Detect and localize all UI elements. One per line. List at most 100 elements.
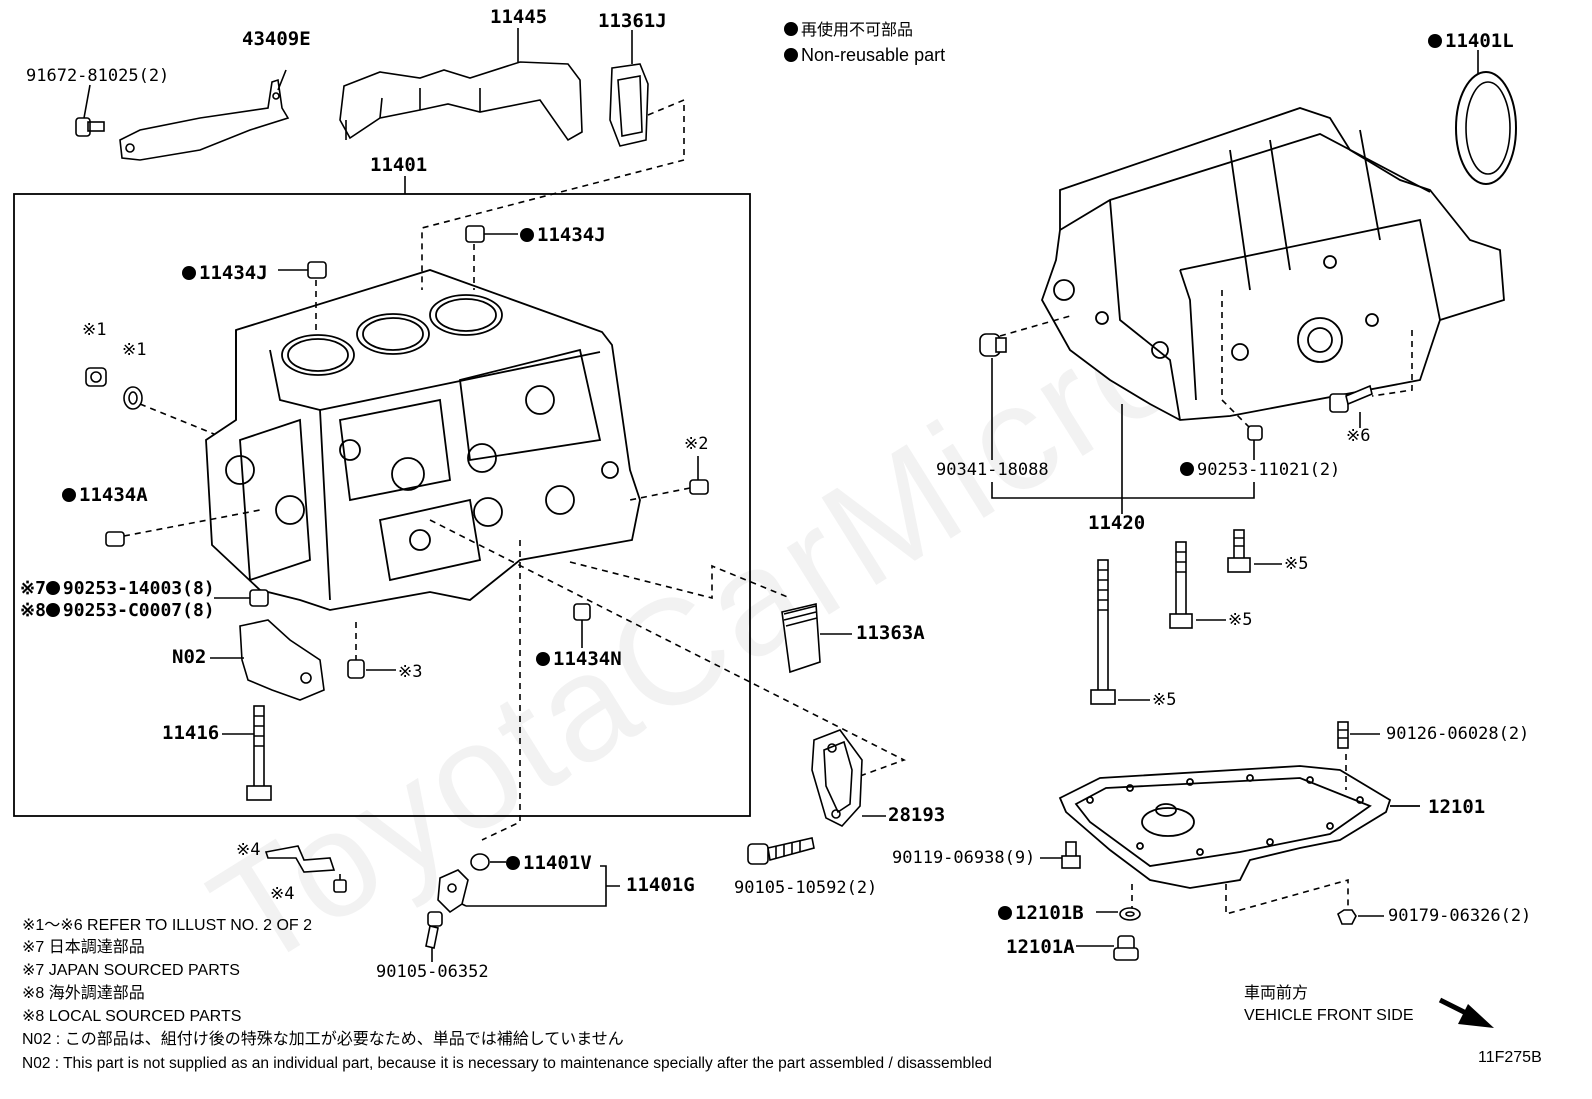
dashed-to-11401v	[481, 540, 521, 841]
label-90119-06938[interactable]: 90119-06938(9)	[892, 848, 1036, 868]
label-11445[interactable]: 11445	[490, 6, 548, 28]
oring-11401v-icon	[470, 853, 506, 871]
dowel-11434n-icon	[573, 603, 591, 648]
bolt-m5-short-icon	[1227, 529, 1282, 573]
bearing-cap-n02-icon	[210, 619, 325, 701]
note-7-en: ※7 JAPAN SOURCED PARTS	[22, 962, 240, 979]
label-90253-11021[interactable]: 90253-11021(2)	[1180, 462, 1340, 479]
note-7-jp: ※7 日本調達部品	[22, 939, 145, 956]
bolt-m5-long-icon	[1090, 559, 1150, 705]
mark-5b: ※5	[1228, 610, 1253, 630]
label-90105-06352[interactable]: 90105-06352	[376, 962, 489, 982]
label-12101a[interactable]: 12101A	[1006, 936, 1075, 958]
bracket-11420	[991, 404, 1255, 514]
dashed-crankcase-a	[999, 315, 1071, 337]
stud-90126-icon	[1337, 721, 1380, 749]
bolt-90105-10592-icon	[747, 837, 815, 865]
label-90179-06326[interactable]: 90179-06326(2)	[1388, 906, 1532, 926]
mark-4a: ※4	[236, 840, 261, 860]
direction-en: VEHICLE FRONT SIDE	[1244, 1007, 1414, 1024]
bracket-m4-icon	[264, 845, 347, 893]
dowel-11434a-icon	[105, 509, 261, 547]
oil-pan-12101-icon	[1058, 765, 1420, 889]
plug-12101a-icon	[1076, 935, 1139, 961]
label-12101[interactable]: 12101	[1428, 796, 1486, 818]
bracket-43409e-icon	[119, 69, 290, 161]
dashed-oilpan-a	[1225, 878, 1349, 916]
label-11361j[interactable]: 11361J	[598, 10, 667, 32]
sensor-11401g-icon	[437, 865, 620, 914]
label-11434n[interactable]: 11434N	[536, 650, 622, 669]
dowel-11434j-b-icon	[278, 261, 327, 330]
label-90105-10592[interactable]: 90105-10592(2)	[734, 878, 878, 898]
label-90126-06028[interactable]: 90126-06028(2)	[1386, 724, 1530, 744]
gasket-12101b-icon	[1096, 907, 1141, 921]
label-11401l[interactable]: 11401L	[1428, 32, 1514, 51]
note-n02-jp: N02 : この部品は、組付け後の特殊な加工が必要なため、単品では補給していませ…	[22, 1031, 624, 1048]
label-11420[interactable]: 11420	[1088, 512, 1146, 534]
diagram-code: 11F275B	[1478, 1049, 1542, 1066]
gasket-28193-icon	[811, 729, 886, 827]
dashed-crankcase-c	[1371, 330, 1413, 397]
plug-90341-icon	[979, 333, 1007, 460]
legend-en: Non-reusable part	[784, 46, 945, 64]
bolt-90119-icon	[1040, 841, 1081, 869]
group-frame-11401	[13, 193, 751, 817]
label-11434j-b[interactable]: 11434J	[182, 264, 268, 283]
dowel-11434j-a-icon	[465, 225, 518, 290]
label-28193[interactable]: 28193	[888, 804, 946, 826]
label-11416[interactable]: 11416	[162, 722, 220, 744]
label-11434j-a[interactable]: 11434J	[520, 226, 606, 245]
dowel-90253-14003-icon	[214, 589, 269, 607]
dowel-90253-11021-icon	[1247, 425, 1263, 460]
mark-4b: ※4	[270, 884, 295, 904]
mark-5c: ※5	[1152, 690, 1177, 710]
oil-seal-11401l-icon	[1455, 50, 1517, 185]
cylinder-block-icon	[205, 269, 641, 611]
note-8-jp: ※8 海外調達部品	[22, 985, 145, 1002]
bolt-m6-icon	[1329, 384, 1373, 428]
oring-11363a-icon	[781, 603, 852, 674]
label-11434a[interactable]: 11434A	[62, 486, 148, 505]
front-direction-arrow-icon	[1438, 997, 1494, 1028]
label-11401g[interactable]: 11401G	[626, 874, 695, 896]
mark-3: ※3	[398, 662, 423, 682]
lower-crankcase-11420-icon	[1041, 107, 1505, 421]
note-n02-en: N02 : This part is not supplied as an in…	[22, 1055, 992, 1072]
legend-jp: 再使用不可部品	[784, 22, 913, 39]
label-11363a[interactable]: 11363A	[856, 622, 925, 644]
mark-1b: ※1	[122, 340, 147, 360]
note-8-en: ※8 LOCAL SOURCED PARTS	[22, 1008, 242, 1025]
note-refer: ※1～※6 REFER TO ILLUST NO. 2 OF 2	[22, 917, 313, 934]
label-11401[interactable]: 11401	[370, 154, 428, 176]
insulator-11445-icon	[339, 28, 583, 142]
mark-5a: ※5	[1284, 554, 1309, 574]
mark-6: ※6	[1346, 426, 1371, 446]
bolt-91672-icon	[75, 84, 105, 137]
dashed-to-11363a	[569, 561, 791, 600]
label-n02[interactable]: N02	[172, 646, 207, 668]
dowel-m3-icon	[347, 622, 396, 679]
plate-11361j-icon	[609, 30, 649, 147]
nut-90179-icon	[1337, 909, 1384, 925]
label-43409e[interactable]: 43409E	[242, 28, 311, 50]
label-90341-18088[interactable]: 90341-18088	[936, 460, 1049, 480]
direction-jp: 車両前方	[1244, 985, 1309, 1002]
dashed-crankcase-b	[1221, 290, 1251, 429]
label-91672[interactable]: 91672-81025(2)	[26, 66, 170, 86]
mark-1a: ※1	[82, 320, 107, 340]
dashed-to-28193	[429, 519, 907, 777]
label-12101b[interactable]: 12101B	[998, 904, 1084, 923]
dowel-m2-icon	[629, 456, 709, 501]
plug-m1-icon	[85, 367, 215, 435]
mark-2: ※2	[684, 434, 709, 454]
bolt-90105-06352-icon	[425, 911, 443, 962]
bolt-11416-icon	[222, 705, 272, 801]
label-11401v[interactable]: 11401V	[506, 854, 592, 873]
dashed-11361j	[421, 98, 685, 290]
bolt-m5-mid-icon	[1169, 541, 1226, 629]
